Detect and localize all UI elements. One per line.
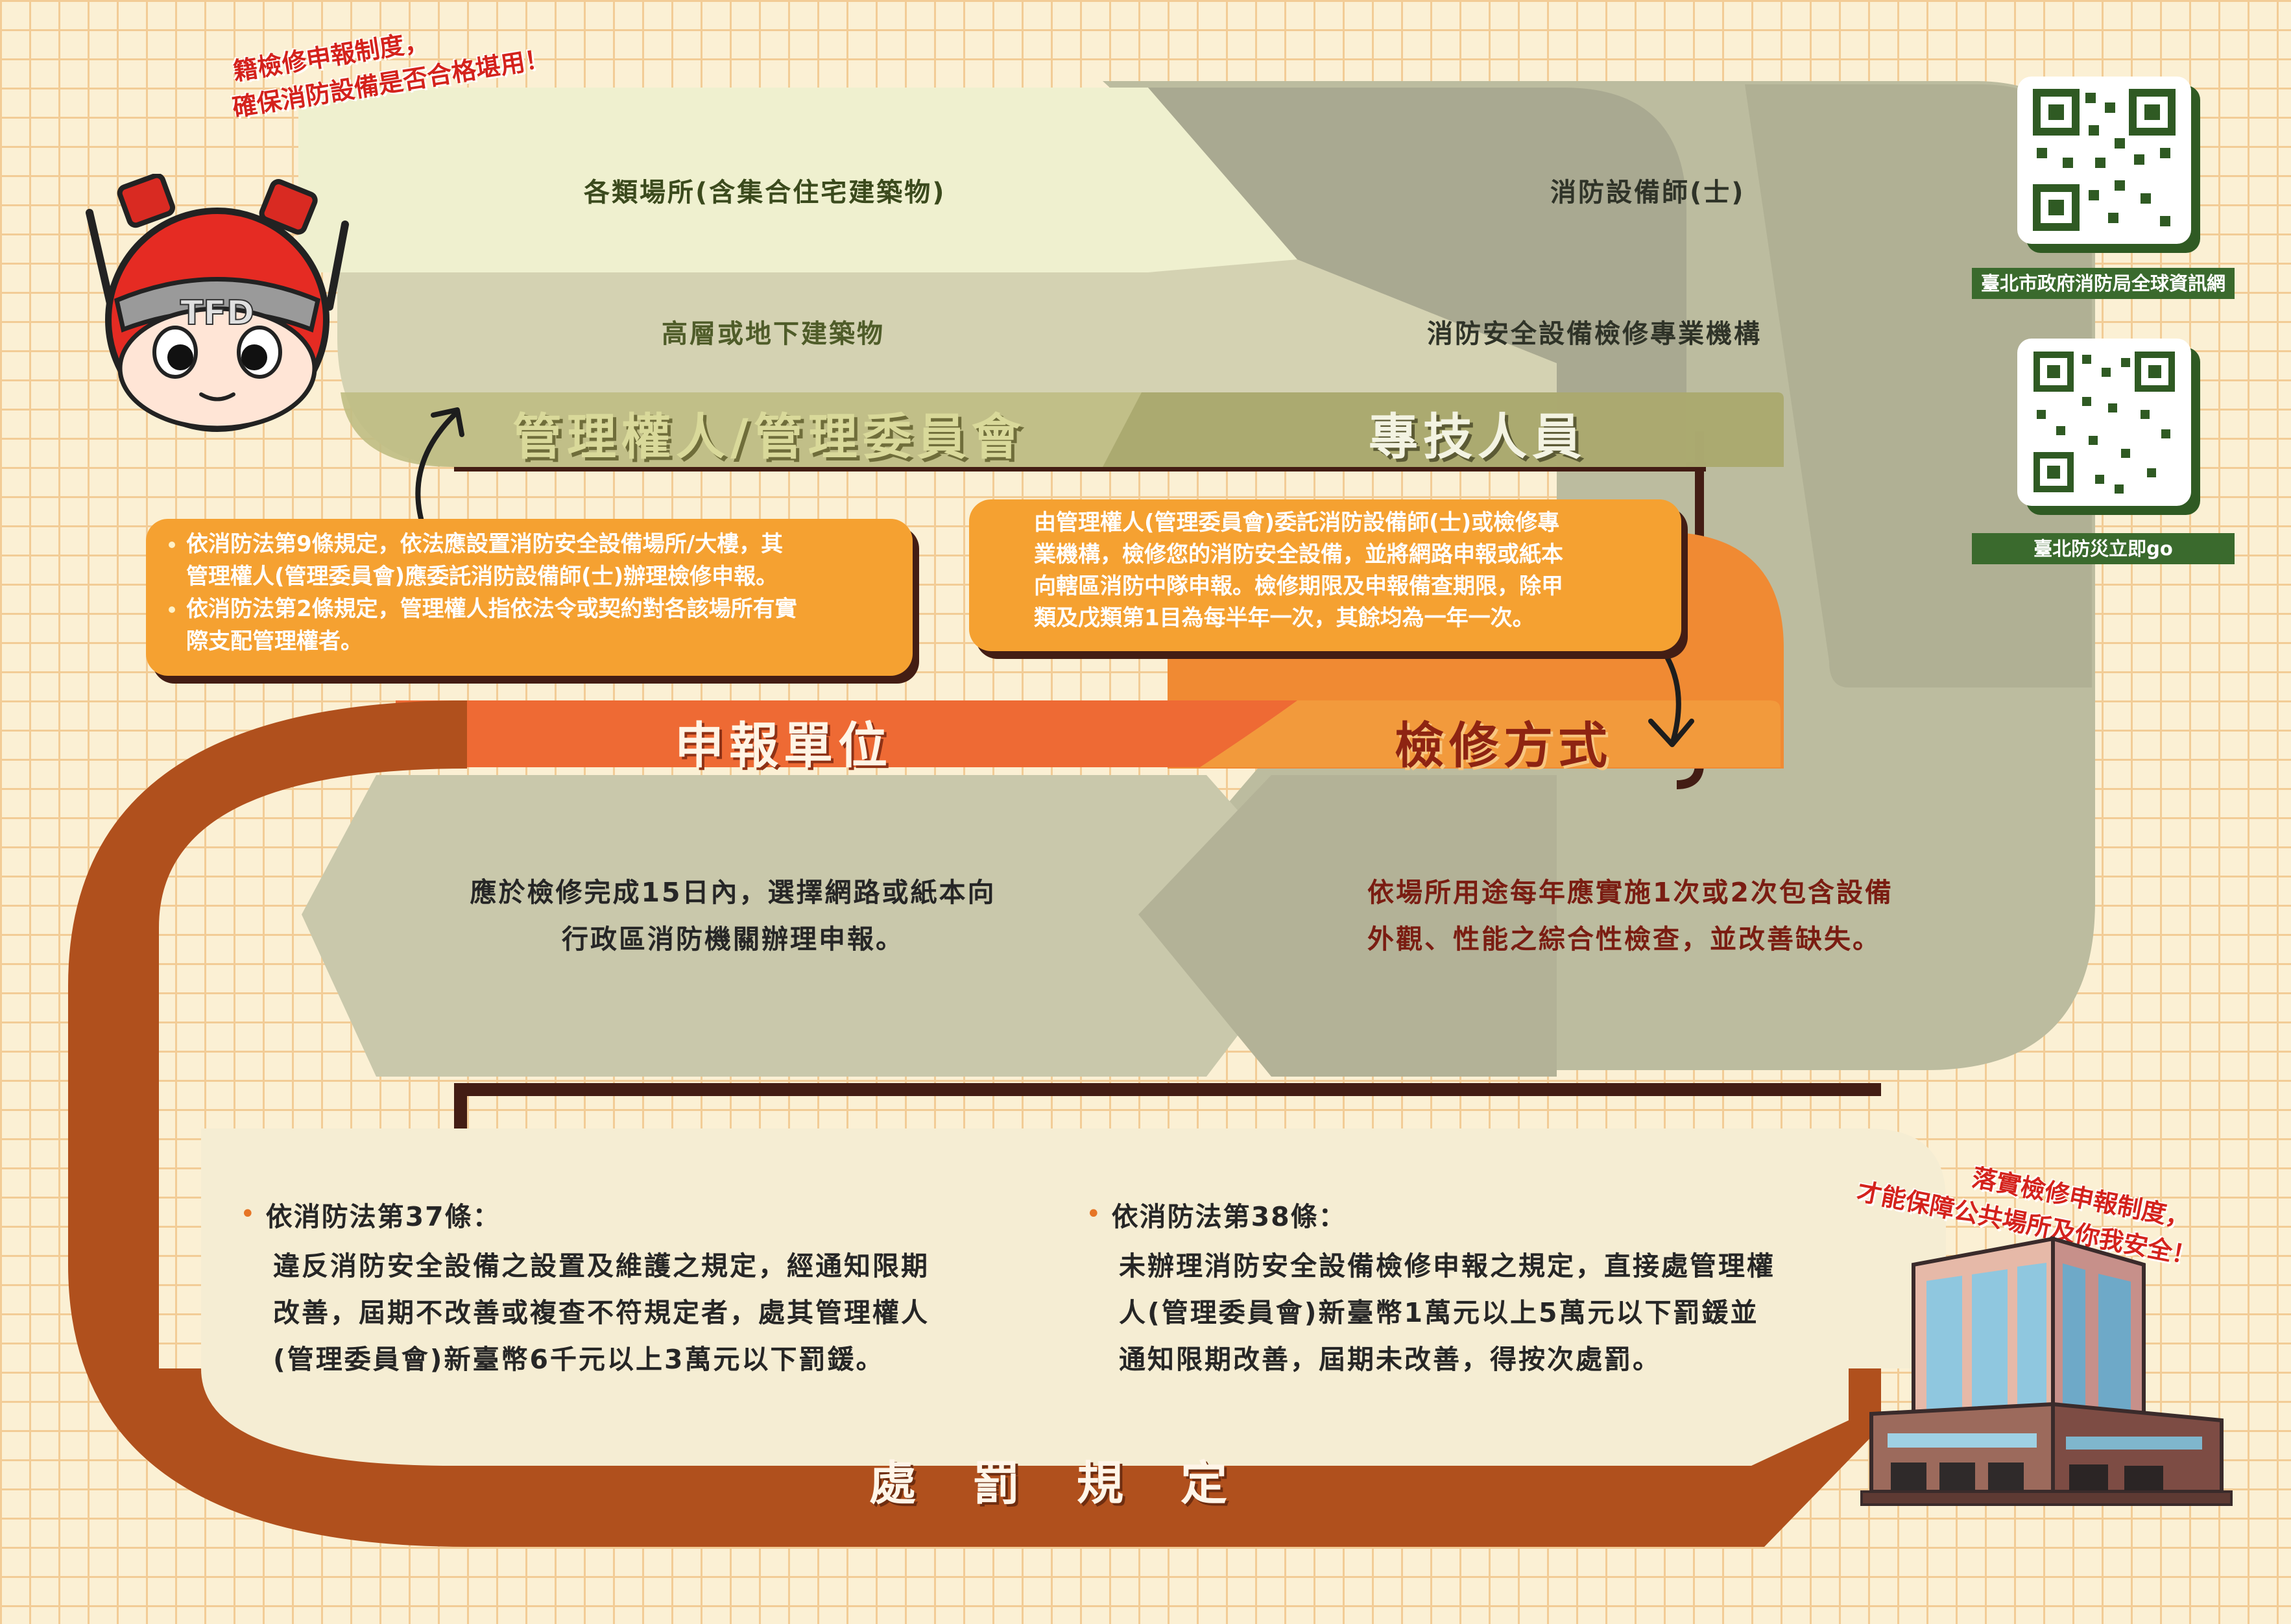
article-37-heading: 依消防法第37條： xyxy=(265,1201,501,1232)
inspection-line: 類及戊類第1目為每半年一次，其餘均為一年一次。 xyxy=(1034,605,1535,631)
qr-label-fire-dept: 臺北市政府消防局全球資訊網 xyxy=(1972,268,2235,299)
article-38: • 依消防法第38條： 未辦理消防安全設備檢修申報之規定，直接處管理權 人(管理… xyxy=(1086,1195,1775,1383)
article-38-line: 人(管理委員會)新臺幣1萬元以上5萬元以下罰鍰並 xyxy=(1119,1297,1759,1328)
title-inspection-method: 檢修方式 xyxy=(1395,717,1613,774)
inspection-line: 由管理權人(管理委員會)委託消防設備師(士)或檢修專 xyxy=(1034,510,1560,536)
title-manager: 管理權人/管理委員會 xyxy=(512,408,1026,466)
article-38-heading: 依消防法第38條： xyxy=(1111,1201,1347,1232)
inspection-line: 業機構，檢修您的消防安全設備，並將網路申報或紙本 xyxy=(1034,542,1563,567)
manager-duty-list: 依消防法第9條規定，依法應設置消防安全設備場所/大樓，其管理權人(管理委員會)應… xyxy=(146,528,913,658)
inspection-method-box: 由管理權人(管理委員會)委託消防設備師(士)或檢修專 業機構，檢修您的消防安全設… xyxy=(969,499,1681,651)
manager-duty-text: 依消防法第2條規定，管理權人指依法令或契約對各該場所有實 xyxy=(186,596,797,622)
label-fire-engineer: 消防設備師(士) xyxy=(1550,178,1745,208)
tfd-mascot-helmet: TFD xyxy=(86,174,349,432)
inspection-frequency-line: 依場所用途每年應實施1次或2次包含設備 xyxy=(1367,877,1894,908)
manager-duty-item: 依消防法第9條規定，依法應設置消防安全設備場所/大樓，其管理權人(管理委員會)應… xyxy=(186,528,913,593)
manager-duty-box: 依消防法第9條規定，依法應設置消防安全設備場所/大樓，其管理權人(管理委員會)應… xyxy=(146,519,913,676)
label-inspection-agency: 消防安全設備檢修專業機構 xyxy=(1427,319,1762,349)
qr-label-disaster-prevention: 臺北防災立即go xyxy=(1972,533,2235,564)
bullet-icon: • xyxy=(1086,1199,1101,1229)
label-all-premises: 各類場所(含集合住宅建築物) xyxy=(584,178,946,208)
qr-code-icon xyxy=(2033,89,2176,231)
reporting-line: 應於檢修完成15日內，選擇網路或紙本向 xyxy=(470,877,996,908)
qr-code-icon xyxy=(2033,352,2175,494)
reporting-deadline-text: 應於檢修完成15日內，選擇網路或紙本向 行政區消防機關辦理申報。 xyxy=(451,869,1015,962)
inspection-method-text: 由管理權人(管理委員會)委託消防設備師(士)或檢修專 業機構，檢修您的消防安全設… xyxy=(969,507,1681,634)
manager-duty-text: 依消防法第9條規定，依法應設置消防安全設備場所/大樓，其 xyxy=(186,531,784,557)
article-37: • 依消防法第37條： 違反消防安全設備之設置及維護之規定，經通知限期 改善，屆… xyxy=(240,1195,930,1383)
article-37-line: (管理委員會)新臺幣6千元以上3萬元以下罰鍰。 xyxy=(273,1344,885,1375)
helmet-text: TFD xyxy=(180,294,254,333)
inspection-line: 向轄區消防中隊申報。檢修期限及申報備查期限，除甲 xyxy=(1034,573,1563,599)
article-38-line: 通知限期改善，屆期未改善，得按次處罰。 xyxy=(1119,1344,1661,1375)
manager-duty-text: 管理權人(管理委員會)應委託消防設備師(士)辦理檢修申報。 xyxy=(186,564,778,590)
title-professional: 專技人員 xyxy=(1369,408,1587,466)
building-illustration xyxy=(1860,1236,2233,1506)
qr-code-disaster-prevention[interactable] xyxy=(2017,339,2191,506)
article-37-line: 違反消防安全設備之設置及維護之規定，經通知限期 xyxy=(273,1250,930,1282)
reporting-line: 行政區消防機關辦理申報。 xyxy=(562,924,904,955)
title-reporting-unit: 申報單位 xyxy=(675,717,893,774)
manager-duty-text: 際支配管理權者。 xyxy=(186,628,363,654)
article-37-line: 改善，屆期不改善或複查不符規定者，處其管理權人 xyxy=(273,1297,930,1328)
label-high-rise: 高層或地下建築物 xyxy=(662,319,885,349)
inspection-frequency-text: 依場所用途每年應實施1次或2次包含設備 外觀、性能之綜合性檢查，並改善缺失。 xyxy=(1367,869,1893,962)
title-penalty: 處 罰 規 定 xyxy=(869,1456,1233,1511)
inspection-frequency-line: 外觀、性能之綜合性檢查，並改善缺失。 xyxy=(1367,924,1881,955)
article-38-line: 未辦理消防安全設備檢修申報之規定，直接處管理權 xyxy=(1119,1250,1775,1282)
bullet-icon: • xyxy=(240,1199,256,1229)
qr-code-fire-dept[interactable] xyxy=(2017,77,2191,244)
